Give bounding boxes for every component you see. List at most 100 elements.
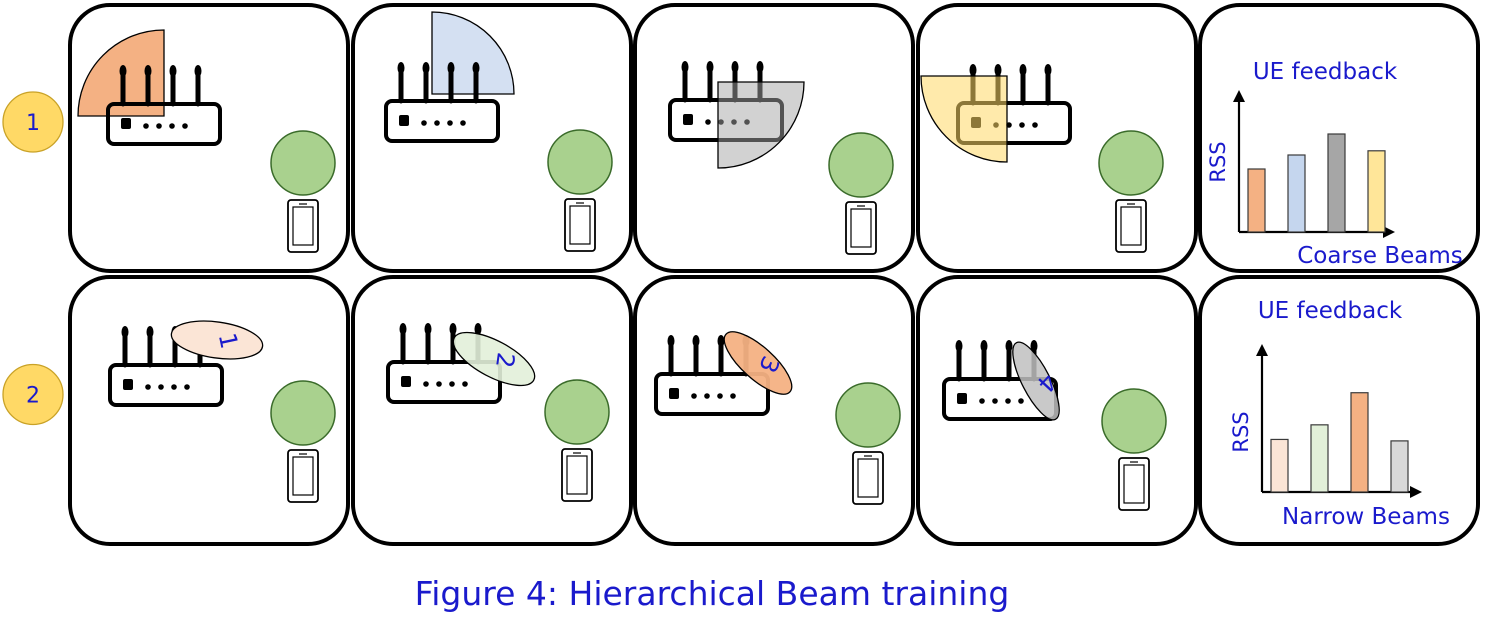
status-dot-3 xyxy=(717,393,723,399)
status-dot-2 xyxy=(434,120,440,126)
status-dot-2 xyxy=(704,393,710,399)
antenna-tip-3 xyxy=(447,62,455,74)
ue-device xyxy=(270,380,336,503)
ue-device xyxy=(1101,388,1167,511)
phone-icon xyxy=(845,201,877,255)
antenna-tip-1 xyxy=(955,340,963,352)
ue-head xyxy=(828,132,894,198)
phone-icon xyxy=(1115,199,1147,253)
router-body xyxy=(384,99,500,143)
antenna-tip-4 xyxy=(474,323,482,335)
beam-panel-2 xyxy=(351,3,633,273)
ue-device xyxy=(1098,130,1164,253)
ue-device xyxy=(835,382,901,505)
panel-content-1: 1 xyxy=(108,320,336,503)
status-dot-1 xyxy=(691,393,697,399)
narrow-beam xyxy=(170,320,264,360)
router-icon xyxy=(106,65,222,146)
beam-index-label: 2 xyxy=(490,351,520,370)
ue-head xyxy=(544,379,610,445)
antenna-tip-3 xyxy=(731,61,739,73)
power-led xyxy=(683,114,693,125)
phone-icon xyxy=(852,451,884,505)
ue-head xyxy=(270,130,336,196)
antenna-tip-2 xyxy=(144,65,152,77)
status-dot-1 xyxy=(145,384,151,390)
antenna-tip-2 xyxy=(994,64,1002,76)
ue-device xyxy=(547,129,613,252)
phone-screen xyxy=(850,208,872,248)
antenna-tip-2 xyxy=(706,61,714,73)
antenna-tip-3 xyxy=(449,323,457,335)
status-dot-4 xyxy=(460,120,466,126)
status-dot-3 xyxy=(447,120,453,126)
antenna-tip-4 xyxy=(1044,64,1052,76)
antenna-tip-1 xyxy=(397,62,405,74)
panel-content-3 xyxy=(668,61,894,255)
y-axis-arrow xyxy=(1233,90,1245,102)
antenna-tip-3 xyxy=(169,65,177,77)
router-body xyxy=(108,363,224,407)
antenna-tip-4 xyxy=(472,62,480,74)
antenna-tip-2 xyxy=(424,323,432,335)
y-axis-label: RSS xyxy=(1206,141,1230,182)
status-dot-2 xyxy=(158,384,164,390)
status-dot-1 xyxy=(421,120,427,126)
power-led xyxy=(399,115,409,126)
ue-head xyxy=(1101,388,1167,454)
ue-head xyxy=(1098,130,1164,196)
status-dot-3 xyxy=(171,384,177,390)
phone-screen xyxy=(1123,464,1145,504)
phone-screen xyxy=(1120,206,1142,246)
status-dot-3 xyxy=(1019,122,1025,128)
status-dot-4 xyxy=(730,393,736,399)
y-axis-arrow xyxy=(1256,344,1268,356)
antenna-tip-1 xyxy=(119,65,127,77)
status-dot-2 xyxy=(156,123,162,129)
phone-screen xyxy=(857,458,879,498)
beam-panel-1 xyxy=(68,275,350,546)
narrow-beam xyxy=(452,331,536,387)
power-led xyxy=(401,376,411,387)
rss-bar-2 xyxy=(1310,424,1329,493)
status-dot-4 xyxy=(184,384,190,390)
status-dot-2 xyxy=(992,398,998,404)
rss-bar-1 xyxy=(1247,168,1266,233)
antenna-tip-4 xyxy=(756,61,764,73)
status-dot-3 xyxy=(1005,398,1011,404)
antenna-tip-4 xyxy=(194,65,202,77)
chart-title: UE feedback xyxy=(1258,298,1403,324)
status-dot-4 xyxy=(182,123,188,129)
antenna-tip-1 xyxy=(667,335,675,347)
router-icon xyxy=(108,326,224,407)
ue-head xyxy=(835,382,901,448)
phone-icon xyxy=(561,448,593,502)
ue-head xyxy=(270,380,336,446)
status-dot-4 xyxy=(1018,398,1024,404)
status-dot-2 xyxy=(436,381,442,387)
beam-index-label: 1 xyxy=(213,330,244,351)
rss-bar-4 xyxy=(1390,440,1409,493)
status-dot-1 xyxy=(423,381,429,387)
narrow-beam xyxy=(1012,341,1060,421)
status-dot-1 xyxy=(143,123,149,129)
antenna-tip-1 xyxy=(121,326,129,338)
phone-icon xyxy=(287,449,319,503)
ue-device xyxy=(828,132,894,255)
phone-screen xyxy=(569,205,591,245)
step-number: 2 xyxy=(26,384,40,409)
panel-content-4: 4 xyxy=(942,340,1167,511)
status-dot-4 xyxy=(1032,122,1038,128)
rss-bar-1 xyxy=(1270,438,1289,493)
antenna-tip-1 xyxy=(969,64,977,76)
power-led xyxy=(669,388,679,399)
phone-screen xyxy=(292,206,314,246)
panel-content-2: 2 xyxy=(386,323,610,502)
power-led xyxy=(123,379,133,390)
phone-icon xyxy=(564,198,596,252)
x-axis-arrow xyxy=(1410,486,1422,498)
y-axis-label: RSS xyxy=(1229,411,1253,452)
